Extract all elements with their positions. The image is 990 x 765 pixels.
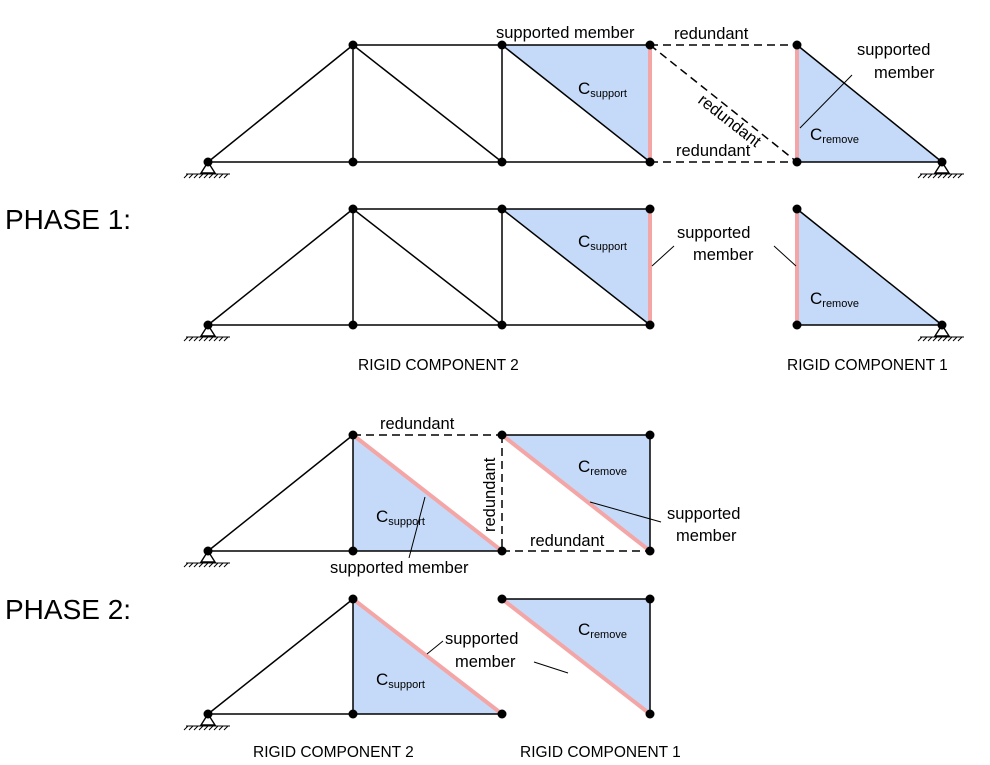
supported-label: supported xyxy=(445,630,518,648)
c-support-label: Csupport xyxy=(578,232,627,253)
supported-member-label: supported member xyxy=(330,559,469,577)
c-support-label: Csupport xyxy=(376,507,425,528)
rigid-component-1-caption: RIGID COMPONENT 1 xyxy=(787,357,948,374)
supported-label: supported xyxy=(667,505,740,523)
member-label: member xyxy=(874,64,935,82)
leader-line xyxy=(799,74,853,129)
c-remove-label: Cremove xyxy=(578,457,627,478)
redundant-member-diagonal xyxy=(649,44,798,163)
supported-label: supported xyxy=(677,224,750,242)
redundant-label-bottom: redundant xyxy=(530,532,605,550)
rigid-component-2-caption: RIGID COMPONENT 2 xyxy=(253,744,414,761)
leader-line xyxy=(589,501,662,523)
c-remove-label: Cremove xyxy=(810,125,859,146)
phase2-original-truss: redundant redundant redundant Csupport C… xyxy=(183,415,740,577)
phase2-label: PHASE 2: xyxy=(5,594,131,625)
c-support-label: Csupport xyxy=(376,670,425,691)
c-remove-label: Cremove xyxy=(810,289,859,310)
member-label: member xyxy=(693,246,754,264)
member-label: member xyxy=(676,527,737,545)
member-label: member xyxy=(455,653,516,671)
phase1-label: PHASE 1: xyxy=(5,204,131,235)
c-support-label: Csupport xyxy=(578,79,627,100)
redundant-label-bottom: redundant xyxy=(676,142,751,160)
supported-member-left xyxy=(351,597,504,716)
phase1-original-truss: supported member redundant redundant red… xyxy=(183,24,965,179)
leader-line xyxy=(773,245,797,267)
supported-member-right xyxy=(500,597,652,716)
redundant-label-vertical: redundant xyxy=(481,457,499,532)
redundant-label-top: redundant xyxy=(380,415,455,433)
supported-member-label: supported member xyxy=(496,24,635,42)
supported-member-left xyxy=(351,433,504,553)
supported-member-right xyxy=(500,433,652,553)
c-remove-label: Cremove xyxy=(578,620,627,641)
phase1-rigid-components: supported member Csupport Cremove RIGID … xyxy=(183,204,965,374)
leader-line xyxy=(408,496,426,559)
supported-label: supported xyxy=(857,41,930,59)
leader-line xyxy=(426,640,444,655)
rigid-component-2-caption: RIGID COMPONENT 2 xyxy=(358,357,519,374)
redundant-label-top: redundant xyxy=(674,25,749,43)
rigid-component-1-caption: RIGID COMPONENT 1 xyxy=(520,744,681,761)
phase2-rigid-components: Csupport Cremove supported member RIGID … xyxy=(183,594,681,761)
leader-line xyxy=(533,661,569,674)
leader-line xyxy=(651,245,675,267)
